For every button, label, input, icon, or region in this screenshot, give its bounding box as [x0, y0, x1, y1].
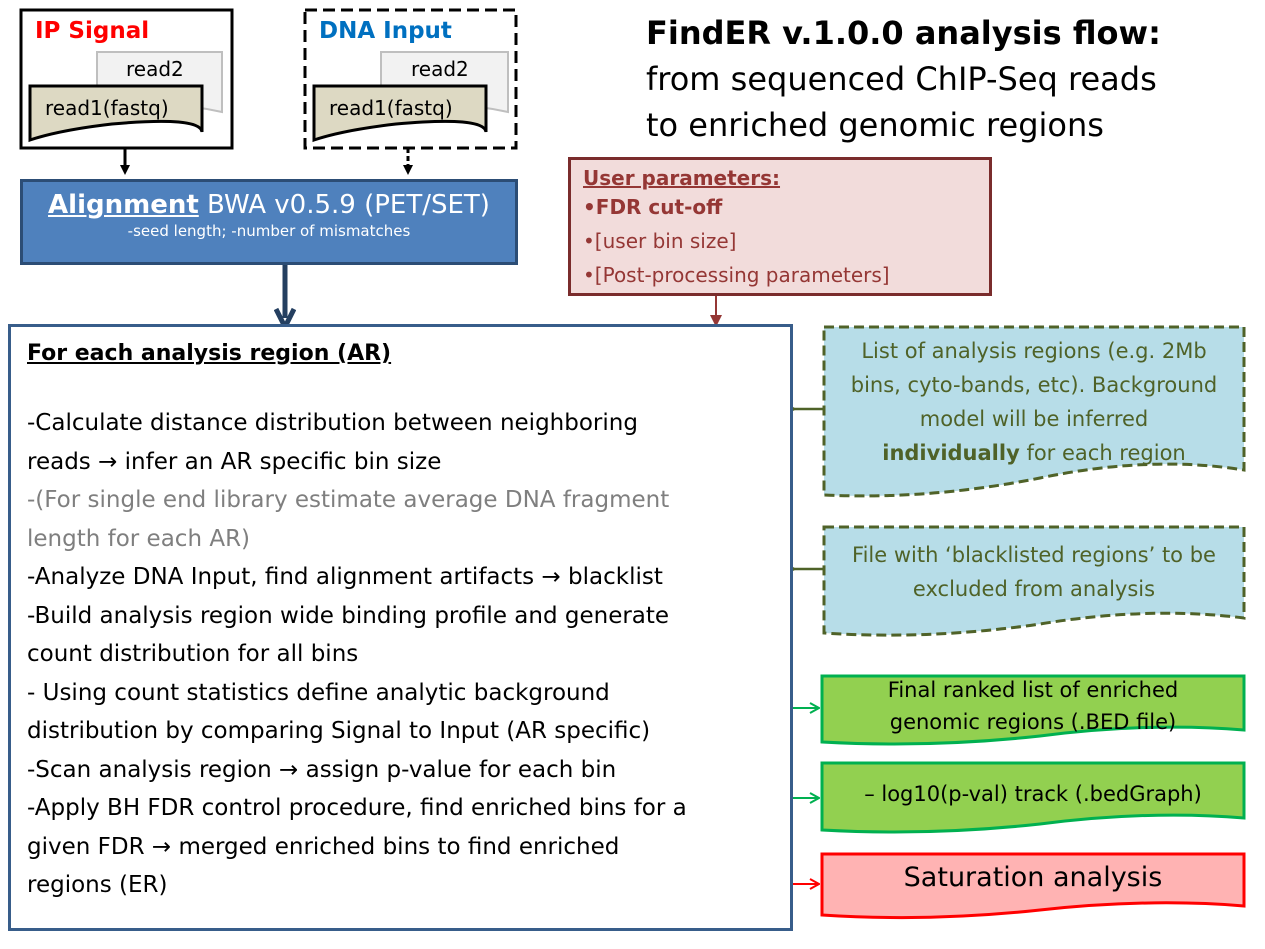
regions-doc-line: List of analysis regions (e.g. 2Mb — [861, 339, 1207, 363]
regions-doc-line: model will be inferred — [919, 407, 1149, 431]
alignment-heading-tool: BWA v0.5.9 (PET/SET) — [198, 190, 490, 220]
regions-doc-line: individually for each region — [824, 436, 1244, 470]
dna-read1-doc — [312, 84, 488, 143]
user-param-item: •FDR cut-off — [583, 195, 723, 219]
analysis-step-line: - Using count statistics define analytic… — [27, 679, 610, 706]
analysis-region-box: For each analysis region (AR) -Calculate… — [8, 324, 793, 931]
ip-signal-title: IP Signal — [35, 18, 150, 44]
title-line-3: to enriched genomic regions — [646, 106, 1104, 144]
analysis-step-line: -(For single end library estimate averag… — [27, 487, 670, 513]
user-parameters-heading: User parameters: — [583, 166, 781, 190]
regions-doc-tail: for each region — [1019, 441, 1186, 465]
title-line-1: FindER v.1.0.0 analysis flow: — [646, 14, 1161, 52]
dna-input-group: DNA Input read2 read1(fastq) — [305, 10, 516, 148]
regions-doc-shape — [822, 325, 1246, 498]
analysis-step-line: distribution by comparing Signal to Inpu… — [27, 718, 651, 744]
analysis-step-line: count distribution for all bins — [27, 641, 359, 667]
blacklist-doc-line: File with ‘blacklisted regions’ to be — [852, 543, 1216, 567]
analysis-regions-file-text: List of analysis regions (e.g. 2Mb bins,… — [824, 334, 1244, 470]
alignment-subtitle: -seed length; -number of mismatches — [127, 222, 411, 240]
blacklist-doc-line: excluded from analysis — [912, 577, 1156, 601]
output-saturation-text: Saturation analysis — [903, 862, 1163, 893]
output-saturation-shape — [820, 852, 1246, 920]
analysis-heading: For each analysis region (AR) — [27, 341, 392, 366]
analysis-step-line: -Scan analysis region → assign p-value f… — [27, 756, 617, 783]
regions-doc-bold: individually — [882, 441, 1020, 465]
analysis-step-line: -Apply BH FDR control procedure, find en… — [27, 795, 687, 821]
blacklist-file-text: File with ‘blacklisted regions’ to be ex… — [824, 538, 1244, 606]
user-param-item: •[user bin size] — [583, 229, 737, 253]
ip-read2-label: read2 — [126, 57, 184, 81]
analysis-step-line: -Build analysis region wide binding prof… — [27, 602, 670, 629]
ip-read1-label: read1(fastq) — [45, 96, 169, 120]
output-bed-line: Final ranked list of enriched — [887, 678, 1179, 702]
dna-read2-label: read2 — [411, 57, 469, 81]
analysis-step-line: -Analyze DNA Input, find alignment artif… — [27, 564, 663, 590]
analysis-step-line: regions (ER) — [27, 872, 168, 898]
analysis-step-line: given FDR → merged enriched bins to find… — [27, 833, 620, 860]
dna-input-title: DNA Input — [319, 18, 452, 44]
analysis-step-line: reads → infer an AR specific bin size — [27, 448, 442, 475]
output-bed-text: Final ranked list of enriched genomic re… — [822, 674, 1244, 738]
output-track-text: – log10(p-val) track (.bedGraph) — [864, 782, 1202, 806]
title-line-2: from sequenced ChIP-Seq reads — [646, 60, 1157, 98]
alignment-box: Alignment BWA v0.5.9 (PET/SET) -seed len… — [20, 179, 518, 265]
alignment-heading-bold: Alignment — [48, 190, 199, 220]
ip-read1-doc — [28, 84, 204, 143]
regions-doc-line: bins, cyto-bands, etc). Background — [850, 373, 1218, 397]
analysis-step-line: -Calculate distance distribution between… — [27, 410, 638, 436]
output-track-shape — [820, 761, 1246, 834]
output-bed-shape — [820, 674, 1246, 746]
user-param-item: •[Post-processing parameters] — [583, 263, 890, 287]
alignment-heading: Alignment BWA v0.5.9 (PET/SET) — [23, 190, 515, 220]
output-bed-line: genomic regions (.BED file) — [889, 710, 1177, 734]
dna-read1-label: read1(fastq) — [329, 96, 453, 120]
user-parameters-box: User parameters: •FDR cut-off •[user bin… — [568, 157, 992, 296]
analysis-step-line: length for each AR) — [27, 525, 251, 552]
blacklist-doc-shape — [822, 525, 1246, 637]
ip-signal-group: IP Signal read2 read1(fastq) — [21, 10, 232, 148]
diagram-title: FindER v.1.0.0 analysis flow: from seque… — [646, 14, 1161, 144]
